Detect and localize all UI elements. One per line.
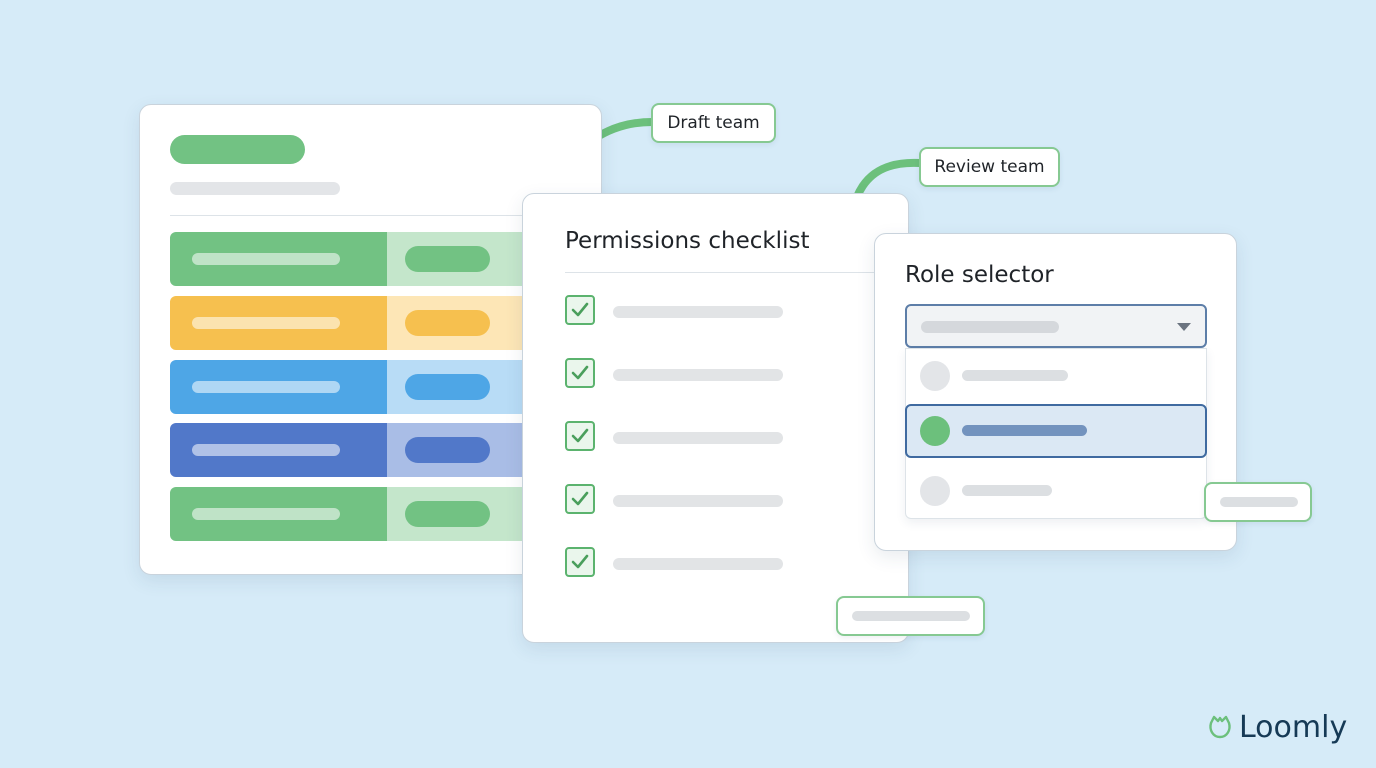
checklist-item[interactable] bbox=[565, 421, 795, 455]
role-selector-card: Role selector bbox=[874, 233, 1237, 551]
checklist-item-label-placeholder bbox=[613, 306, 783, 318]
checkbox-checked[interactable] bbox=[565, 547, 595, 577]
table-subtitle-placeholder bbox=[170, 182, 340, 195]
team-table-card bbox=[139, 104, 602, 575]
callout-checklist-placeholder bbox=[836, 596, 985, 636]
role-select[interactable] bbox=[905, 304, 1207, 348]
callout-label-placeholder bbox=[1220, 497, 1298, 507]
table-divider bbox=[170, 215, 601, 216]
checkmark-icon bbox=[571, 302, 589, 317]
loomly-logo-icon bbox=[1209, 715, 1231, 739]
role-option[interactable] bbox=[906, 464, 1206, 518]
checklist-item[interactable] bbox=[565, 547, 795, 581]
checklist-item-label-placeholder bbox=[613, 369, 783, 381]
role-option-selected[interactable] bbox=[905, 404, 1207, 458]
callout-label-placeholder bbox=[852, 611, 970, 621]
checkbox-checked[interactable] bbox=[565, 421, 595, 451]
role-selector-title: Role selector bbox=[905, 262, 1054, 288]
checklist-item-label-placeholder bbox=[613, 432, 783, 444]
role-avatar bbox=[920, 361, 950, 391]
role-option-label-placeholder bbox=[962, 485, 1052, 496]
checkmark-icon bbox=[571, 428, 589, 443]
checklist-item[interactable] bbox=[565, 295, 795, 329]
checklist-divider bbox=[565, 272, 881, 273]
role-select-value-placeholder bbox=[921, 321, 1059, 333]
role-avatar bbox=[920, 416, 950, 446]
role-option-label-placeholder bbox=[962, 425, 1087, 436]
table-title-placeholder bbox=[170, 135, 305, 164]
role-option-label-placeholder bbox=[962, 370, 1068, 381]
role-avatar bbox=[920, 476, 950, 506]
checklist-item-label-placeholder bbox=[613, 558, 783, 570]
role-option[interactable] bbox=[906, 349, 1206, 403]
brand: Loomly bbox=[1207, 707, 1347, 747]
callout-draft-team: Draft team bbox=[651, 103, 776, 143]
callout-role-placeholder bbox=[1204, 482, 1312, 522]
table-row[interactable] bbox=[170, 296, 601, 350]
chevron-down-icon[interactable] bbox=[1177, 323, 1191, 331]
role-dropdown-menu bbox=[905, 348, 1207, 519]
checklist-item[interactable] bbox=[565, 484, 795, 518]
callout-draft-team-label: Draft team bbox=[667, 113, 760, 133]
checklist-title: Permissions checklist bbox=[565, 228, 810, 254]
callout-review-team: Review team bbox=[919, 147, 1060, 187]
callout-review-team-label: Review team bbox=[934, 157, 1045, 177]
checklist-item[interactable] bbox=[565, 358, 795, 392]
checkmark-icon bbox=[571, 554, 589, 569]
checkmark-icon bbox=[571, 491, 589, 506]
checklist-item-label-placeholder bbox=[613, 495, 783, 507]
checkbox-checked[interactable] bbox=[565, 295, 595, 325]
checkmark-icon bbox=[571, 365, 589, 380]
permissions-checklist-card: Permissions checklist bbox=[522, 193, 909, 643]
checkbox-checked[interactable] bbox=[565, 484, 595, 514]
table-row[interactable] bbox=[170, 360, 601, 414]
brand-name: Loomly bbox=[1239, 709, 1348, 745]
checkbox-checked[interactable] bbox=[565, 358, 595, 388]
